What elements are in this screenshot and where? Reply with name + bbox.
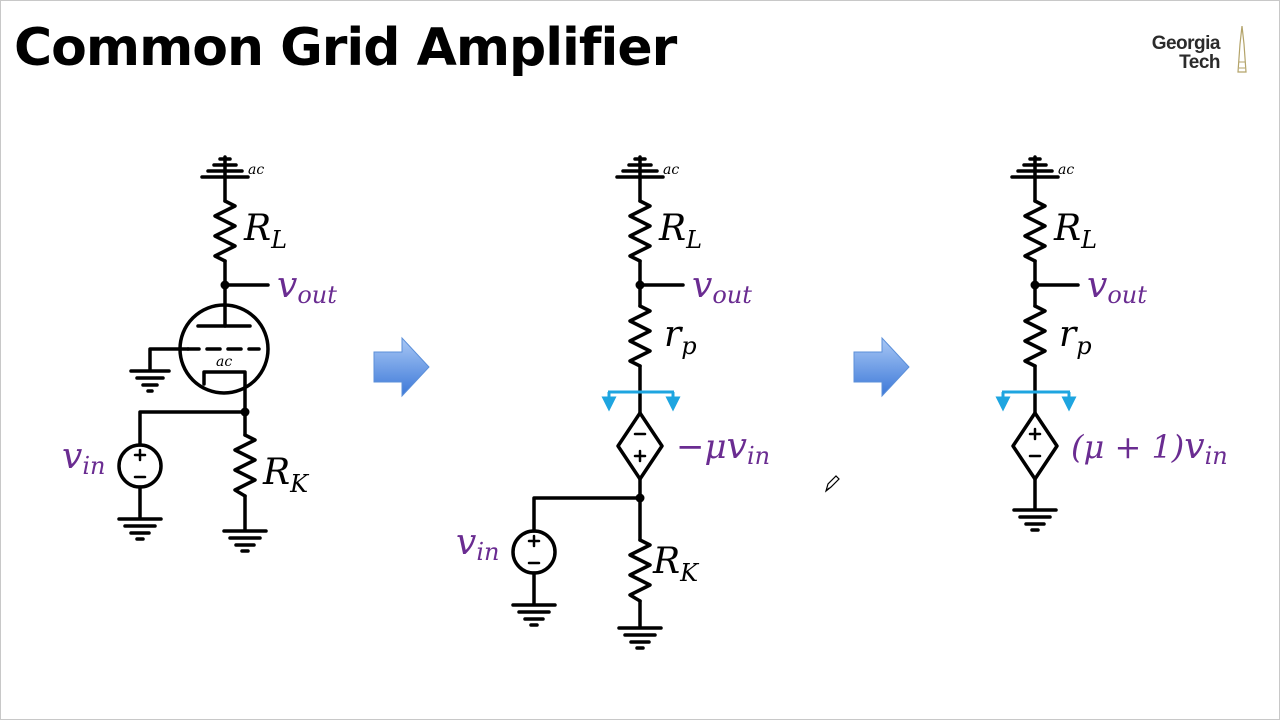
label-rp-2: rp xyxy=(664,314,697,360)
label-rl-1: RL xyxy=(243,208,287,254)
label-rp-3: rp xyxy=(1059,314,1092,360)
ground-grid-1 xyxy=(129,369,171,393)
ground-3 xyxy=(1012,508,1058,532)
ground-vin-2 xyxy=(511,603,557,627)
label-dep-source-3: (μ + 1)vin xyxy=(1071,426,1228,470)
ground-rk-2 xyxy=(617,626,663,650)
current-split-arrow-2 xyxy=(601,390,681,412)
circuit-2-model xyxy=(511,155,685,650)
ac-ground-top-2 xyxy=(615,155,665,203)
resistor-rk-2 xyxy=(628,538,652,603)
label-rl-3: RL xyxy=(1053,208,1097,254)
vin-2-signs xyxy=(527,534,541,565)
vin-1-signs xyxy=(133,448,147,479)
resistor-rp-3 xyxy=(1023,304,1047,368)
resistor-rl-1 xyxy=(213,199,237,263)
georgia-tech-logo: Georgia Tech xyxy=(1134,26,1250,80)
ac-ground-top-3 xyxy=(1010,155,1060,203)
label-vin-2: vin xyxy=(456,522,499,566)
block-arrow-1 xyxy=(373,336,430,398)
label-vin-1: vin xyxy=(62,436,105,480)
ac-label-2: ac xyxy=(663,162,679,178)
ac-label-3: ac xyxy=(1058,162,1074,178)
dependent-source-2 xyxy=(616,411,664,481)
logo-line-2: Tech xyxy=(1179,52,1220,73)
dep-source-3-signs xyxy=(1028,427,1042,458)
pen-cursor-icon xyxy=(824,475,840,493)
label-rl-2: RL xyxy=(658,208,702,254)
ac-ground-top-1 xyxy=(200,155,250,203)
current-split-arrow-3 xyxy=(995,390,1077,412)
circuit-3-simplified xyxy=(1010,155,1080,532)
slide-title: Common Grid Amplifier xyxy=(14,18,677,78)
logo-line-1: Georgia xyxy=(1151,33,1221,54)
ac-label-1: ac xyxy=(248,162,264,178)
tech-tower-icon xyxy=(1237,26,1247,73)
resistor-rk-1 xyxy=(233,433,257,498)
label-vout-2: vout xyxy=(692,265,752,309)
dependent-source-3 xyxy=(1011,411,1059,481)
block-arrow-2 xyxy=(853,336,910,398)
label-rk-2: RK xyxy=(652,541,700,587)
resistor-rl-3 xyxy=(1023,199,1047,263)
label-vout-3: vout xyxy=(1087,265,1147,309)
dep-source-2-signs xyxy=(633,432,647,463)
ground-rk-1 xyxy=(222,529,268,553)
resistor-rp-2 xyxy=(628,304,652,368)
ground-vin-1 xyxy=(117,517,163,541)
resistor-rl-2 xyxy=(628,199,652,263)
circuit-1-triode xyxy=(117,155,270,553)
ac-label-tube: ac xyxy=(216,354,232,370)
label-vout-1: vout xyxy=(277,265,337,309)
label-dep-source-2: −μvin xyxy=(676,426,770,470)
label-rk-1: RK xyxy=(262,452,310,498)
